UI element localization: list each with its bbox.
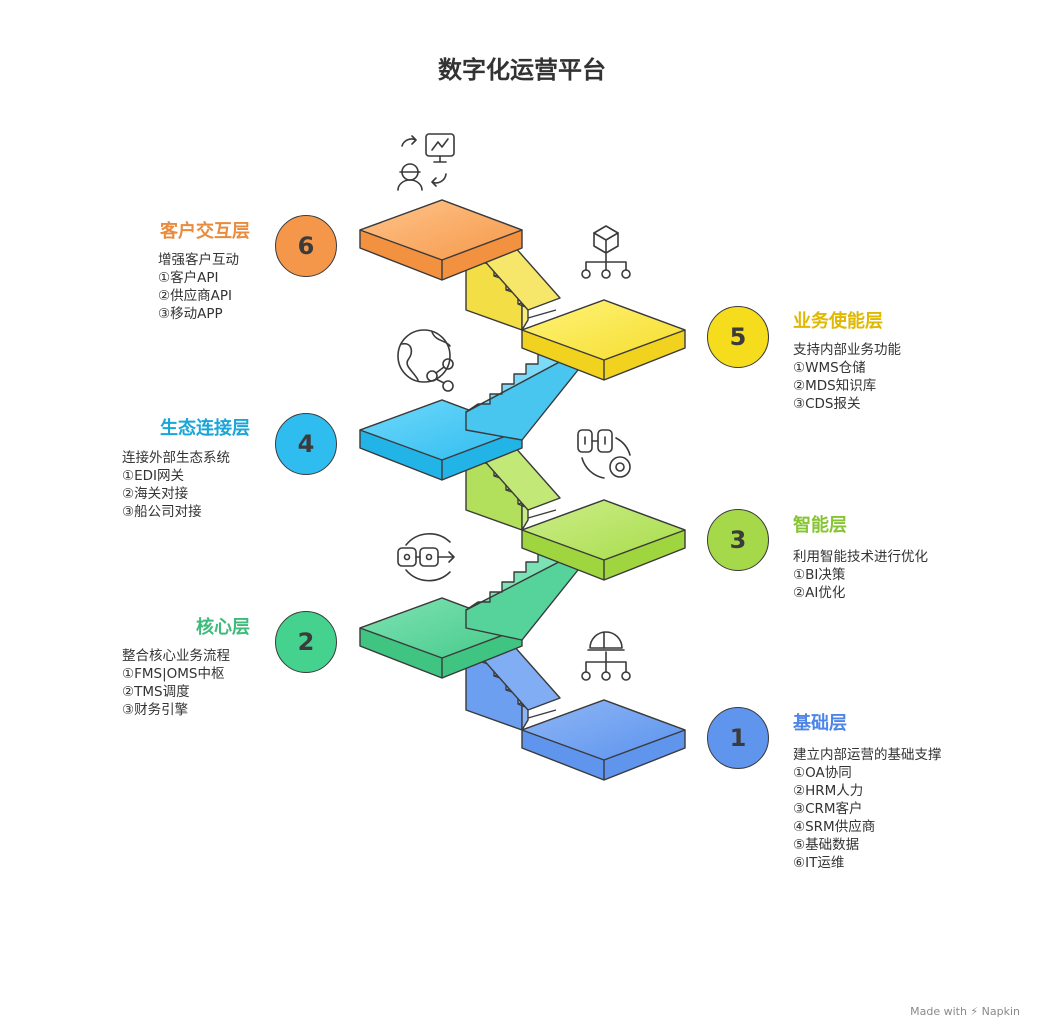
layer-1-description: 建立内部运营的基础支撑 ①OA协同 ②HRM人力 ③CRM客户 ④SRM供应商 … [793,746,942,872]
desc-line: ⑥IT运维 [793,855,845,871]
layer-4-description: 连接外部生态系统 ①EDI网关 ②海关对接 ③船公司对接 [122,449,230,521]
page-title: 数字化运营平台 [438,56,606,84]
layer-3-number: 3 [707,509,769,571]
desc-line: ①BI决策 [793,567,846,583]
desc-line: ①FMS|OMS中枢 [122,666,225,682]
layer-4-number: 4 [275,413,337,475]
desc-line: ③船公司对接 [122,504,202,520]
desc-line: ③CDS报关 [793,396,861,412]
desc-line: 连接外部生态系统 [122,450,230,466]
desc-line: ②海关对接 [122,486,189,502]
desc-line: ②MDS知识库 [793,378,877,394]
desc-line: 增强客户互动 [158,252,239,268]
desc-line: ①EDI网关 [122,468,185,484]
cube-hierarchy-icon [581,225,631,279]
layer-2-number: 2 [275,611,337,673]
layer-6-description: 增强客户互动 ①客户API ②供应商API ③移动APP [158,251,239,323]
platform-5 [521,299,686,381]
layer-5-title: 业务使能层 [793,311,883,332]
desc-line: ③移动APP [158,306,223,322]
desc-line: 整合核心业务流程 [122,648,230,664]
desc-line: ①OA协同 [793,765,852,781]
person-chart-exchange-icon [397,133,455,191]
layer-2-description: 整合核心业务流程 ①FMS|OMS中枢 ②TMS调度 ③财务引擎 [122,647,230,719]
layer-1-number: 1 [707,707,769,769]
desc-line: ①WMS仓储 [793,360,866,376]
desc-line: ②AI优化 [793,585,846,601]
platform-1 [521,699,686,781]
stairs-1-2 [465,627,561,731]
napkin-watermark: Made with ⚡ Napkin [910,1005,1020,1018]
desc-line: 利用智能技术进行优化 [793,549,928,565]
desc-line: ②HRM人力 [793,783,864,799]
layer-3-description: 利用智能技术进行优化 ①BI决策 ②AI优化 [793,548,928,602]
layer-4-title: 生态连接层 [160,418,250,439]
desc-line: 支持内部业务功能 [793,342,901,358]
servers-gear-icon [577,429,631,479]
globe-share-icon [397,329,454,392]
layer-2-title: 核心层 [196,617,250,638]
platform-6 [359,199,523,281]
desc-line: ⑤基础数据 [793,837,860,853]
layer-1-title: 基础层 [793,713,847,734]
layer-6-title: 客户交互层 [160,221,250,242]
desc-line: ②TMS调度 [122,684,190,700]
desc-line: 建立内部运营的基础支撑 [793,747,942,763]
layer-5-description: 支持内部业务功能 ①WMS仓储 ②MDS知识库 ③CDS报关 [793,341,901,413]
desc-line: ③CRM客户 [793,801,863,817]
hardhat-hierarchy-icon [581,631,631,681]
link-chain-arrow-icon [397,532,455,582]
platform-3 [521,499,686,581]
desc-line: ②供应商API [158,288,232,304]
layer-5-number: 5 [707,306,769,368]
desc-line: ④SRM供应商 [793,819,876,835]
desc-line: ③财务引擎 [122,702,189,718]
desc-line: ①客户API [158,270,219,286]
layer-3-title: 智能层 [793,515,847,536]
layer-6-number: 6 [275,215,337,277]
